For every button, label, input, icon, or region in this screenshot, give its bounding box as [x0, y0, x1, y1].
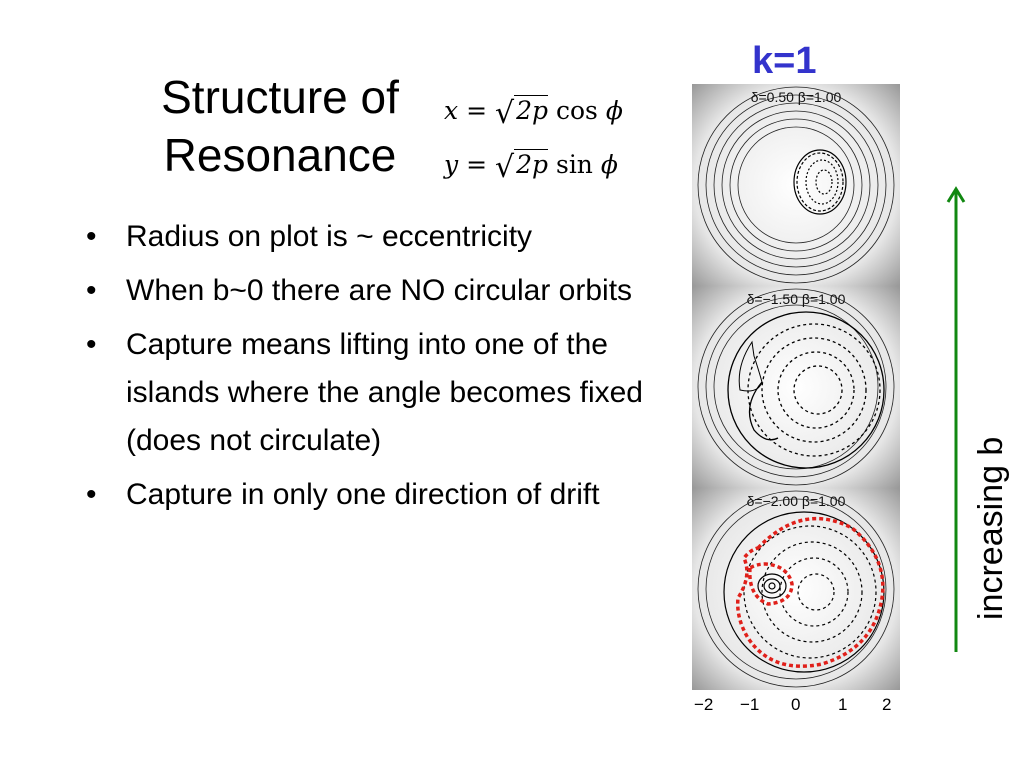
- eq-x-fn: cos: [555, 96, 598, 125]
- panel-2-label: δ=−1.50 β=1.00: [747, 291, 846, 307]
- eq-x-var: ϕ: [605, 96, 623, 125]
- x-tick: 2: [882, 695, 892, 714]
- bullet-text: When b~0 there are NO circular orbits: [126, 274, 633, 307]
- bullet-text: Capture in only one direction of drift: [126, 478, 600, 511]
- separatrix-highlight: [735, 516, 885, 668]
- bullet-text: Radius on plot is ~ eccentricity: [126, 220, 533, 253]
- bullet-item: •Capture means lifting into one of the i…: [86, 328, 643, 457]
- sqrt-symbol: √2p: [494, 149, 549, 185]
- bullet-item: •When b~0 there are NO circular orbits: [86, 274, 633, 307]
- increasing-arrow-icon: [946, 186, 966, 652]
- equation-x: x = √2p cos ϕ: [444, 95, 623, 131]
- k-label: k=1: [752, 40, 817, 82]
- sqrt-symbol: √2p: [494, 95, 549, 131]
- panel-1-label: δ=0.50 β=1.00: [751, 89, 842, 105]
- x-tick: −1: [740, 695, 760, 714]
- bullet-item: •Radius on plot is ~ eccentricity: [86, 220, 533, 253]
- increasing-b-label: increasing b: [972, 436, 1010, 620]
- bullet-item: •Capture in only one direction of drift: [86, 478, 600, 511]
- panel-2: δ=−1.50 β=1.00: [692, 286, 900, 488]
- bullet-text: Capture means lifting into one of the is…: [126, 328, 643, 457]
- x-tick: 0: [791, 695, 801, 714]
- eq-x-coef: 2p: [514, 95, 549, 125]
- title-line-1: Structure of: [161, 71, 399, 123]
- slide-title: Structure of Resonance: [100, 68, 460, 184]
- eq-y-coef: 2p: [514, 149, 549, 179]
- eq-x-lhs: x: [444, 96, 459, 125]
- x-tick: 1: [838, 695, 848, 714]
- eq-y-lhs: y: [444, 150, 459, 179]
- phase-space-figure: δ=0.50 β=1.00 δ=−1.50 β=1.00: [692, 84, 900, 690]
- eq-y-var: ϕ: [600, 150, 618, 179]
- bullet-list: •Radius on plot is ~ eccentricity •When …: [84, 213, 674, 519]
- panel-1: δ=0.50 β=1.00: [692, 84, 900, 286]
- panel-3: δ=−2.00 β=1.00: [692, 488, 900, 690]
- x-tick: −2: [694, 695, 714, 714]
- title-line-2: Resonance: [163, 129, 397, 181]
- equation-y: y = √2p sin ϕ: [444, 149, 618, 185]
- eq-y-fn: sin: [555, 150, 593, 179]
- panel-3-label: δ=−2.00 β=1.00: [747, 493, 846, 509]
